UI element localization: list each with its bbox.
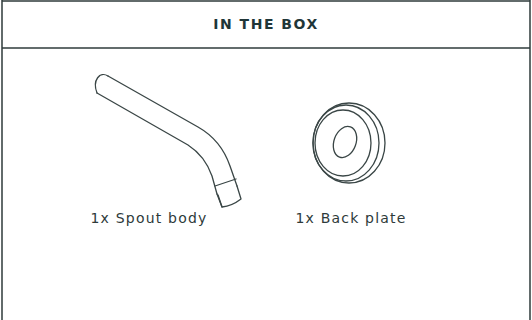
header-rule	[2, 47, 530, 49]
spout-body-drawing	[95, 75, 241, 207]
part-label: 1x Back plate	[295, 210, 406, 226]
back-plate-drawing	[313, 103, 385, 183]
box-heading: IN THE BOX	[213, 16, 318, 32]
part-label: 1x Spout body	[90, 210, 207, 226]
